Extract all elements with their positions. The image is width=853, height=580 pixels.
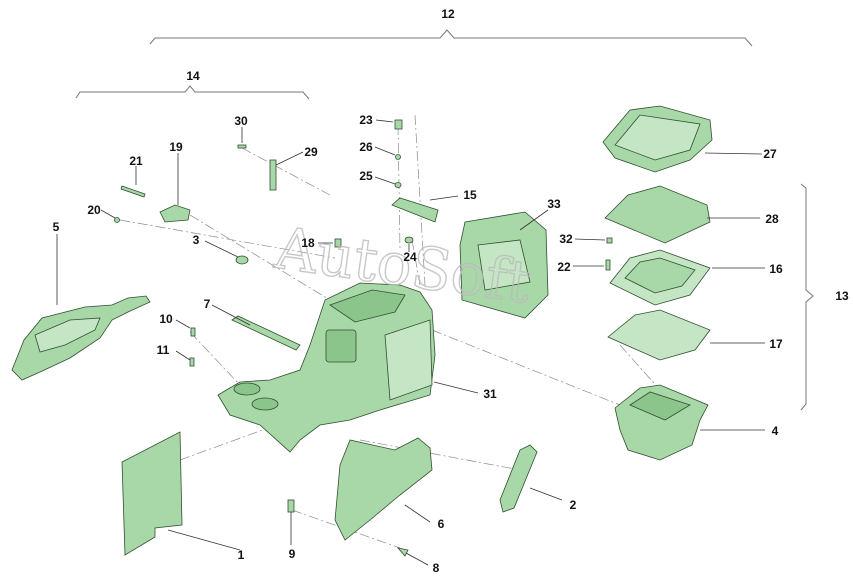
part-17-box-liner	[607, 309, 765, 361]
callout-labels: 1 2 3 4 5 6 7 8 9 10 11 12 13 14 15 16 1…	[53, 7, 849, 575]
part-20-screw	[114, 217, 120, 223]
callout-24: 24	[403, 250, 417, 264]
part-29-strip	[269, 159, 277, 191]
part-2-trim-strip	[499, 444, 563, 513]
part-22-screw	[605, 259, 611, 271]
callout-1: 1	[238, 548, 245, 562]
part-31-console-body	[217, 282, 479, 453]
part-6-side-trim	[334, 437, 433, 541]
callout-27: 27	[763, 147, 777, 161]
part-32-clip	[606, 237, 613, 244]
part-33-rear-panel	[459, 209, 549, 319]
part-28-lid-inner	[604, 185, 760, 244]
callout-13: 13	[835, 289, 849, 303]
part-15-bracket	[391, 195, 459, 223]
callout-6: 6	[438, 517, 445, 531]
callout-14: 14	[186, 69, 200, 83]
callout-17: 17	[769, 337, 783, 351]
callout-30: 30	[234, 114, 248, 128]
callout-9: 9	[289, 547, 296, 561]
callout-16: 16	[769, 262, 783, 276]
callout-15: 15	[463, 188, 477, 202]
callout-8: 8	[433, 561, 440, 575]
part-26-washer	[395, 154, 401, 160]
callout-18: 18	[301, 236, 315, 250]
brace-13	[800, 183, 814, 411]
callout-5: 5	[53, 220, 60, 234]
callout-4: 4	[772, 424, 779, 438]
callout-19: 19	[169, 140, 183, 154]
callout-22: 22	[557, 260, 571, 274]
part-3-plug	[235, 255, 249, 265]
part-8-screw	[396, 547, 409, 557]
callout-7: 7	[204, 297, 211, 311]
callout-20: 20	[87, 203, 101, 217]
callout-26: 26	[359, 140, 373, 154]
part-7-strip	[211, 304, 301, 351]
callout-12: 12	[441, 7, 455, 21]
part-27-armrest-lid	[602, 105, 763, 173]
part-23-screw	[394, 119, 403, 130]
callout-33: 33	[547, 197, 561, 211]
part-4-storage-bin	[614, 384, 765, 461]
part-25-nut	[394, 182, 402, 188]
callout-11: 11	[157, 343, 170, 357]
part-9-clip	[287, 499, 295, 513]
small-hardware	[100, 119, 613, 566]
part-24-plug	[404, 236, 414, 244]
callout-31: 31	[483, 387, 497, 401]
part-19-clip	[159, 204, 191, 223]
callout-21: 21	[129, 154, 143, 168]
brace-12	[149, 29, 753, 47]
part-18-screw	[334, 238, 342, 248]
callout-2: 2	[570, 498, 577, 512]
brace-14	[75, 85, 310, 100]
callout-28: 28	[765, 212, 779, 226]
part-16-box-frame	[609, 249, 765, 306]
part-30-screw	[237, 144, 247, 149]
callout-25: 25	[359, 169, 373, 183]
part-1-floor-mat	[121, 431, 241, 556]
callout-3: 3	[193, 233, 200, 247]
callout-10: 10	[159, 312, 173, 326]
callout-32: 32	[559, 232, 573, 246]
part-10-screw	[190, 327, 196, 337]
callout-29: 29	[304, 145, 318, 159]
callout-23: 23	[359, 113, 373, 127]
part-21-pin	[120, 185, 146, 198]
part-11-screw	[189, 357, 195, 367]
part-5-side-panel	[11, 234, 151, 381]
